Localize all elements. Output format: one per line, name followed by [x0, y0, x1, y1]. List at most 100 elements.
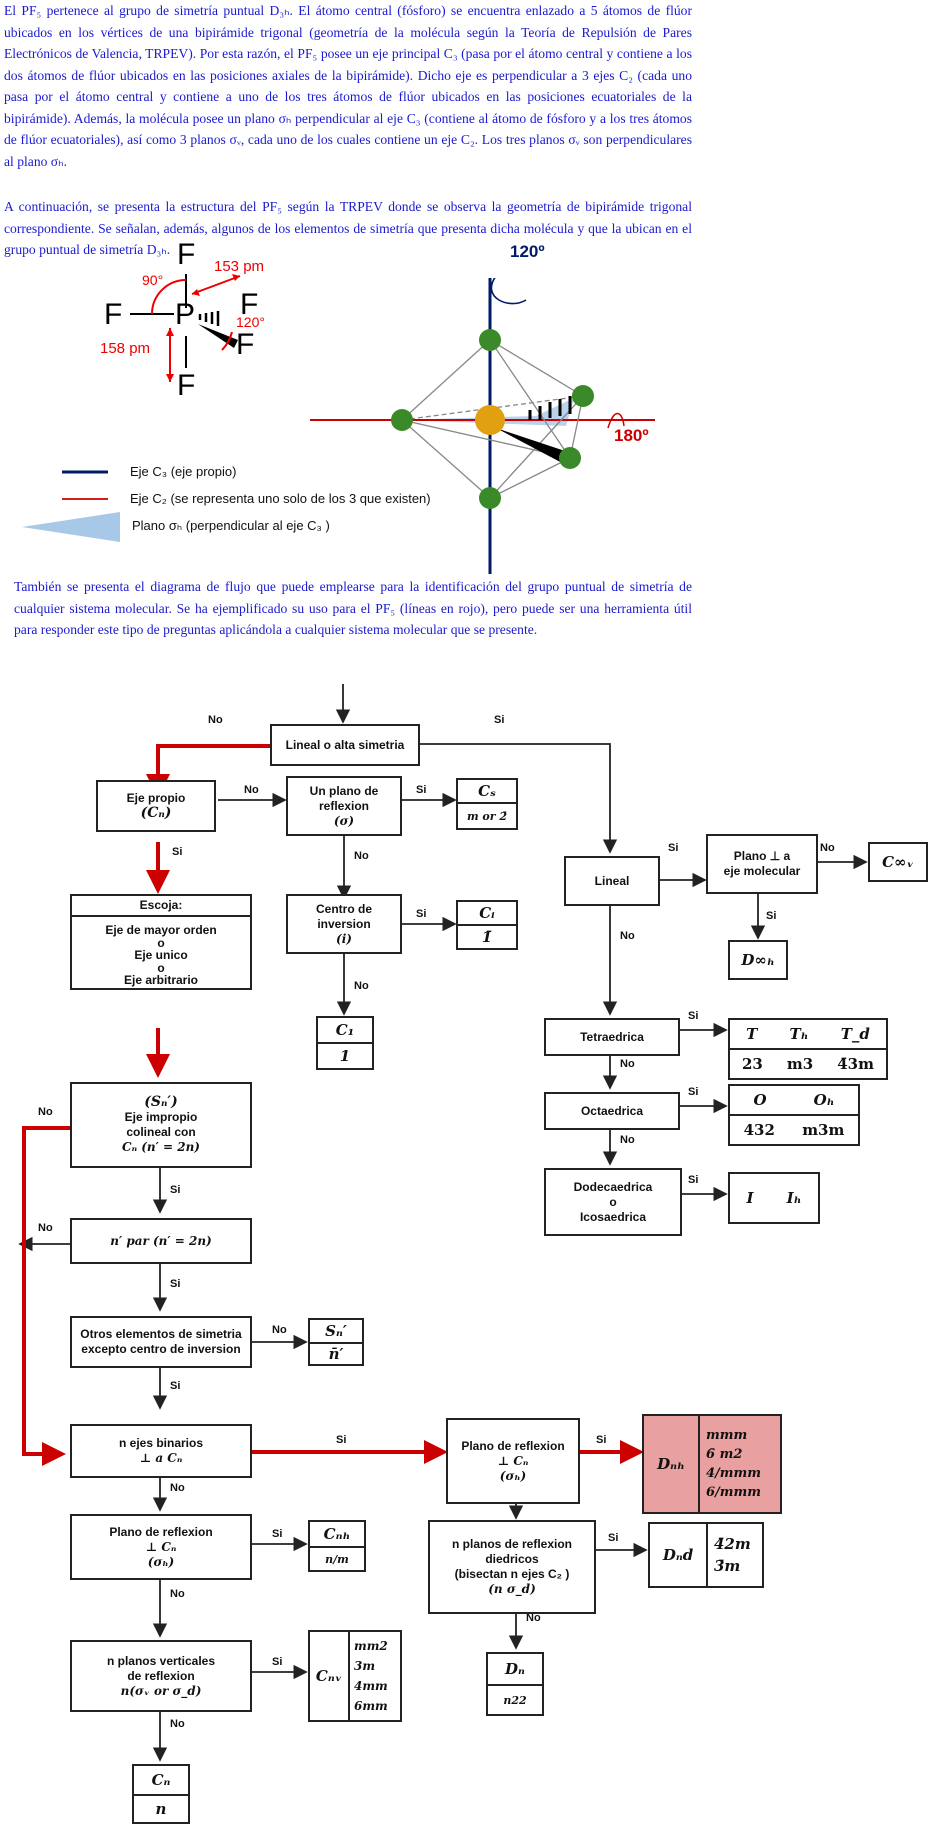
- cs-notation: m or 2̄: [466, 809, 508, 823]
- result-sn-prime: Sₙ′ n̄′: [308, 1318, 364, 1366]
- flowchart: No Si No Si Si No Si No No Si No Si No S…: [0, 684, 936, 1824]
- tetra-symbol: Tₕ: [789, 1025, 809, 1043]
- icosa-symbol: Iₕ: [786, 1189, 802, 1207]
- icosaedrica-label: Icosaedrica: [579, 1209, 647, 1224]
- c1-notation: 1: [339, 1047, 351, 1065]
- box-ejes-binarios: n ejes binarios⊥ a Cₙ: [70, 1424, 252, 1478]
- plano-reflexion-label: Un plano de reflexion: [309, 783, 379, 813]
- dodecaedrica-or: o: [609, 1194, 617, 1209]
- dnh-symbol: Dₙₕ: [644, 1416, 700, 1512]
- ci-notation: 1̄: [481, 928, 493, 946]
- label-si-4: Si: [416, 908, 427, 920]
- eje-impropio-label-2: colineal con: [126, 1125, 196, 1139]
- plano-reflexion-d-label: Plano de reflexion: [461, 1438, 565, 1453]
- dnh-value: 4/mmm: [706, 1466, 762, 1481]
- cnh-symbol: Cₙₕ: [310, 1522, 364, 1548]
- tetra-symbol: T_d: [840, 1025, 870, 1043]
- planos-verticales-symbol: n(σᵥ or σ_d): [120, 1683, 202, 1698]
- label-no-5: No: [38, 1106, 53, 1118]
- dinfh-symbol: D∞ₕ: [741, 951, 775, 969]
- result-cs: Cₛ m or 2̄: [456, 778, 518, 830]
- plano-reflexion-symbol: (σ): [333, 813, 355, 828]
- eje-propio-symbol: (Cₙ): [140, 805, 172, 821]
- atom-f-right: F: [240, 288, 259, 321]
- planos-verticales-label-2: de reflexion: [127, 1668, 195, 1683]
- box-octaedrica: Octaedrica: [544, 1092, 680, 1130]
- eje-propio-label: Eje propio: [126, 791, 186, 805]
- label-si-14: Si: [766, 910, 777, 922]
- cs-symbol: Cₛ: [458, 780, 516, 804]
- eje-impropio-symbol: (Sₙ′): [144, 1094, 178, 1110]
- cnv-symbol: Cₙᵥ: [310, 1632, 350, 1720]
- label-no-13: No: [820, 842, 835, 854]
- escoja-or-1: o: [157, 936, 165, 950]
- tetra-notation: 23: [742, 1055, 763, 1073]
- label-no-16: No: [620, 1134, 635, 1146]
- cnv-value: 6mm: [354, 1699, 388, 1713]
- label-no-8: No: [170, 1482, 185, 1494]
- eje-impropio-label: Eje impropio: [124, 1110, 198, 1124]
- dnd-symbol: Dₙd: [650, 1524, 708, 1586]
- result-c1: C₁ 1: [316, 1016, 374, 1070]
- dnh-value: 6̄ m2: [706, 1447, 743, 1462]
- plano-eje-molecular-label-2: eje molecular: [723, 864, 801, 878]
- escoja-option-3: Eje arbitrario: [123, 973, 199, 987]
- result-cnv: Cₙᵥ mm2 3m 4mm 6mm: [308, 1630, 402, 1722]
- box-tetraedrica: Tetraedrica: [544, 1018, 680, 1056]
- label-si-3: Si: [172, 846, 183, 858]
- result-cinfv: C∞ᵥ: [868, 842, 928, 882]
- result-icosa: I Iₕ: [728, 1172, 820, 1224]
- pf5-structure: F F P F F F 90° 120° 153 pm 158 pm: [0, 236, 300, 406]
- label-no-3: No: [354, 850, 369, 862]
- tetraedrica-label: Tetraedrica: [580, 1029, 644, 1044]
- dnd-value: 3̄m: [714, 1557, 741, 1575]
- legend: Eje C₃ (eje propio) Eje C₂ (se represent…: [0, 462, 490, 552]
- octa-symbol: O: [753, 1091, 767, 1109]
- lineal-label: Lineal: [594, 873, 630, 888]
- rotation-120-label: 120º: [510, 242, 545, 261]
- sn-prime-notation: n̄′: [328, 1345, 344, 1363]
- label-si-13: Si: [668, 842, 679, 854]
- icosa-symbol: I: [746, 1189, 754, 1207]
- result-cnh: Cₙₕ n/m: [308, 1520, 366, 1572]
- label-si-10: Si: [272, 1528, 283, 1540]
- cnv-value: 4mm: [354, 1679, 388, 1693]
- ejes-binarios-label: n ejes binarios: [118, 1436, 204, 1450]
- dnd-value: 4̄2m: [714, 1535, 751, 1553]
- atom-f-top: F: [177, 238, 196, 271]
- label-si-15: Si: [688, 1010, 699, 1022]
- box-n-par: n′ par (n′ = 2n): [70, 1218, 252, 1264]
- dn-notation: n22: [503, 1693, 527, 1707]
- angle-90: 90°: [142, 272, 164, 288]
- dnh-value: mmm: [706, 1428, 748, 1443]
- label-si-9: Si: [596, 1434, 607, 1446]
- c1-symbol: C₁: [318, 1018, 372, 1044]
- escoja-option-1: Eje de mayor orden: [105, 923, 217, 937]
- angle-120: 120°: [236, 314, 265, 330]
- label-si-12: Si: [272, 1656, 283, 1668]
- sn-prime-symbol: Sₙ′: [310, 1320, 362, 1344]
- label-no-10: No: [170, 1588, 185, 1600]
- box-eje-propio: Eje propio(Cₙ): [96, 780, 216, 832]
- result-dn: Dₙ n22: [486, 1652, 544, 1716]
- box-escoja: Escoja: Eje de mayor orden o Eje unico o…: [70, 894, 252, 990]
- label-si-8: Si: [336, 1434, 347, 1446]
- plano-horizontal-label: Plano de reflexion: [109, 1524, 213, 1539]
- planos-diedricos-label-2: diedricos: [485, 1552, 539, 1566]
- result-dnd: Dₙd 4̄2m 3̄m: [648, 1522, 764, 1588]
- atom-p: P: [175, 298, 196, 331]
- label-si-1: Si: [494, 714, 505, 726]
- label-no-14: No: [620, 930, 635, 942]
- label-no-11: No: [526, 1612, 541, 1624]
- legend-c3: Eje C₃ (eje propio): [130, 464, 237, 479]
- intro-paragraph-1: El PF₅ pertenece al grupo de simetría pu…: [4, 3, 692, 169]
- label-si-2: Si: [416, 784, 427, 796]
- centro-inversion-label: Centro de inversion: [315, 901, 372, 931]
- octa-notation: m3m: [802, 1121, 845, 1139]
- cnv-value: mm2: [354, 1639, 388, 1653]
- plano-eje-molecular-label: Plano ⊥ a: [733, 849, 791, 863]
- ci-symbol: Cᵢ: [458, 902, 516, 926]
